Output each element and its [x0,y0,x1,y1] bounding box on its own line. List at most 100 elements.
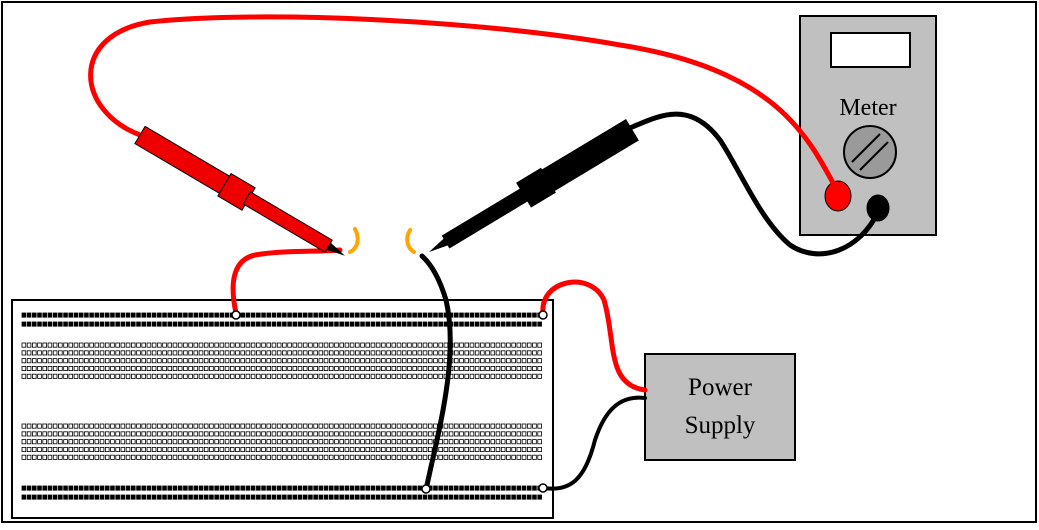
breadboard-hole [63,312,68,318]
breadboard-hole [104,439,110,445]
breadboard-hole [391,365,397,371]
breadboard-hole [323,373,329,379]
breadboard-hole [115,446,120,452]
breadboard-hole [256,446,261,452]
power-black-wire [541,395,647,491]
breadboard-lower-terminal-row [21,446,542,452]
breadboard-hole [537,494,542,500]
breadboard-hole [183,321,188,327]
breadboard-hole [313,312,318,318]
breadboard-hole [240,439,245,445]
breadboard-hole [193,358,199,364]
breadboard-hole [219,365,225,371]
breadboard-hole [209,423,214,429]
breadboard-hole [214,454,219,460]
breadboard-hole [308,446,313,452]
breadboard-hole [516,431,522,437]
breadboard-hole [224,454,230,460]
breadboard-hole [526,365,532,371]
breadboard-hole [162,312,167,318]
breadboard-hole [209,446,214,452]
breadboard-hole [214,358,219,364]
breadboard-hole [115,365,120,371]
breadboard-hole [454,439,459,445]
breadboard-hole [375,439,381,445]
breadboard-hole [349,431,355,437]
breadboard-hole [120,350,126,356]
breadboard-hole [427,342,433,348]
breadboard-hole [125,446,131,452]
breadboard-hole [360,446,365,452]
breadboard-hole [282,485,287,491]
breadboard-hole [141,342,146,348]
breadboard-hole [287,373,292,379]
breadboard-hole [167,454,173,460]
breadboard-hole [323,358,329,364]
breadboard-hole [256,358,261,364]
breadboard-hole [203,439,209,445]
breadboard-hole [313,365,318,371]
breadboard-hole [339,350,344,356]
breadboard-hole [276,431,282,437]
breadboard-hole [323,342,329,348]
breadboard-hole [47,454,53,460]
breadboard [11,299,554,519]
breadboard-hole [203,494,209,500]
breadboard-hole [464,439,470,445]
breadboard-hole [250,439,256,445]
breadboard-hole [469,454,475,460]
breadboard-hole [37,373,42,379]
breadboard-hole [229,373,235,379]
breadboard-hole [37,321,42,327]
breadboard-hole [157,358,162,364]
breadboard-hole [52,431,58,437]
breadboard-hole [198,312,204,318]
breadboard-hole [427,365,433,371]
breadboard-hole [203,321,209,327]
breadboard-hole [224,423,230,429]
breadboard-hole [261,373,266,379]
breadboard-hole [308,485,313,491]
breadboard-hole [381,358,386,364]
breadboard-hole [151,365,157,371]
breadboard-hole [490,446,496,452]
breadboard-hole [110,485,115,491]
breadboard-black-jumper [419,253,453,493]
breadboard-hole [172,431,178,437]
breadboard-hole [339,431,344,437]
breadboard-hole [282,365,287,371]
breadboard-hole [511,494,516,500]
breadboard-hole [391,358,397,364]
breadboard-hole [21,358,27,364]
breadboard-hole [292,350,298,356]
breadboard-hole [245,485,251,491]
breadboard-upper-terminal-row [21,350,542,356]
breadboard-hole [422,431,428,437]
breadboard-hole [349,494,355,500]
breadboard-hole [506,439,511,445]
breadboard-hole [386,423,391,429]
breadboard-hole [422,350,428,356]
breadboard-hole [516,454,522,460]
breadboard-hole [68,494,74,500]
breadboard-hole [381,365,386,371]
breadboard-hole [32,446,37,452]
breadboard-hole [167,431,173,437]
breadboard-hole [276,423,282,429]
breadboard-hole [162,431,167,437]
breadboard-hole [334,358,339,364]
breadboard-hole [511,454,516,460]
breadboard-hole [209,431,214,437]
breadboard-hole [209,358,214,364]
breadboard-hole [120,431,126,437]
breadboard-hole [104,494,110,500]
breadboard-hole [375,350,381,356]
breadboard-hole [89,431,94,437]
breadboard-hole [37,365,42,371]
breadboard-hole [302,439,308,445]
breadboard-hole [485,342,490,348]
breadboard-hole [454,365,459,371]
breadboard-hole [146,358,152,364]
breadboard-hole [386,312,391,318]
breadboard-hole [266,312,272,318]
